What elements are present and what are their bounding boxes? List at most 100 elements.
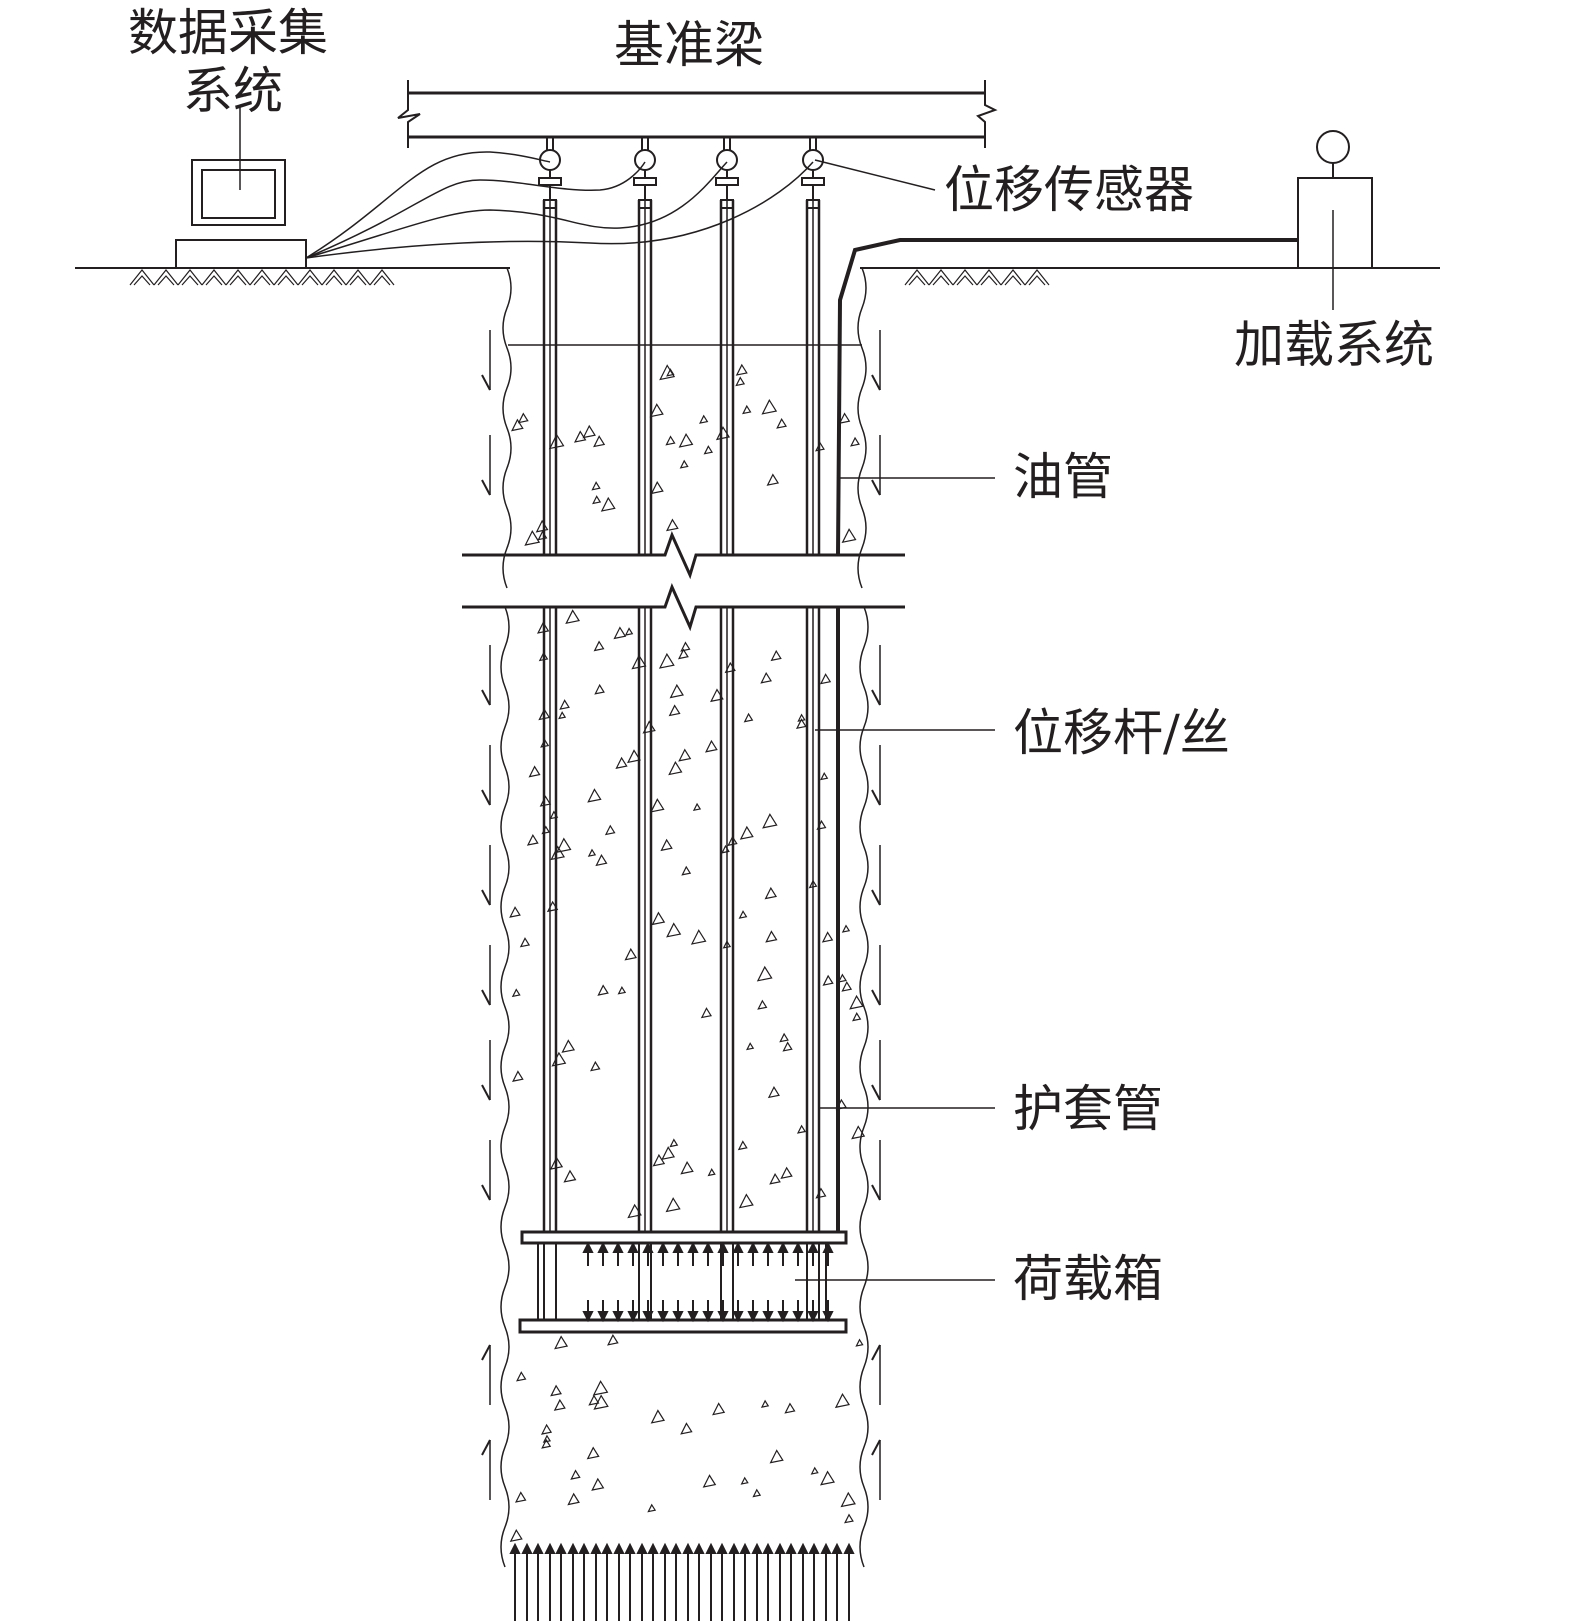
hatch-mark: [177, 269, 203, 286]
arrow-up-icon: [521, 1542, 533, 1554]
arrow-up-icon: [739, 1542, 751, 1554]
aggregate-mark: [538, 708, 551, 721]
arrow-up-icon: [627, 1241, 639, 1253]
aggregate-mark: [840, 1491, 856, 1508]
aggregate-mark: [582, 424, 596, 439]
aggregate-mark: [680, 1422, 693, 1435]
hatch-mark: [157, 275, 175, 286]
label-reference-beam: 基准梁: [614, 16, 764, 74]
data-acquisition-computer: [175, 105, 307, 269]
aggregate-mark: [509, 906, 521, 918]
arrow-down-icon: [762, 1311, 774, 1323]
aggregate-mark: [760, 1399, 770, 1408]
aggregate-mark: [810, 1466, 819, 1475]
arrow-down-icon: [597, 1311, 609, 1323]
aggregate-mark: [550, 1384, 562, 1397]
displacement-sensor-icon: [716, 149, 738, 171]
aggregate-mark: [707, 1168, 716, 1177]
arrow-down-icon: [481, 479, 491, 496]
arrow-up-icon: [843, 1542, 855, 1554]
aggregate-mark: [549, 1156, 564, 1170]
aggregate-mark: [553, 1398, 566, 1411]
displacement-sensor-icon: [802, 149, 824, 171]
aggregate-mark: [738, 910, 748, 919]
aggregate-mark: [631, 654, 647, 670]
aggregate-mark: [567, 1492, 580, 1506]
aggregate-mark: [769, 1449, 784, 1464]
hatch-mark: [129, 269, 155, 286]
aggregate-mark: [597, 984, 609, 996]
aggregate-mark: [514, 1491, 527, 1503]
aggregate-mark: [650, 1409, 666, 1424]
arrow-down-icon: [717, 1311, 729, 1323]
aggregate-mark: [770, 649, 782, 662]
aggregate-mark: [669, 1138, 679, 1148]
aggregate-mark: [757, 999, 768, 1010]
arrow-up-icon: [687, 1241, 699, 1253]
arrow-up-icon: [647, 1542, 659, 1554]
aggregate-mark: [617, 985, 627, 995]
label-loading-system: 加载系统: [1234, 316, 1434, 374]
aggregate-mark: [624, 947, 638, 961]
arrow-up-icon: [705, 1542, 717, 1554]
aggregate-mark: [764, 886, 778, 900]
aggregate-mark: [651, 911, 666, 926]
aggregate-mark: [659, 364, 676, 381]
aggregate-mark: [647, 1503, 657, 1513]
aggregate-mark: [519, 937, 531, 948]
arrow-up-icon: [636, 1542, 648, 1554]
aggregate-mark: [595, 853, 608, 867]
arrow-up-icon: [777, 1241, 789, 1253]
arrow-up-icon: [613, 1542, 625, 1554]
arrow-up-icon: [582, 1241, 594, 1253]
aggregate-mark: [681, 865, 692, 876]
aggregate-mark: [528, 765, 541, 778]
aggregate-mark: [855, 1338, 864, 1347]
oil-pipe: [836, 238, 1298, 556]
aggregate-mark: [740, 1476, 749, 1485]
hatch-mark: [201, 269, 227, 286]
arrow-up-icon: [808, 1542, 820, 1554]
aggregate-mark: [724, 661, 736, 674]
aggregate-mark: [820, 772, 829, 781]
leader-lines: [795, 159, 995, 1281]
arrow-down-icon: [481, 789, 491, 806]
aggregate-mark: [852, 1012, 862, 1022]
aggregate-mark: [592, 495, 602, 505]
hatch-mark: [325, 275, 343, 286]
arrow-up-icon: [481, 1439, 491, 1456]
aggregate-mark: [536, 621, 550, 634]
aggregate-mark: [834, 1392, 850, 1409]
aggregate-mark: [587, 848, 597, 857]
aggregate-mark: [604, 824, 616, 836]
aggregate-mark: [613, 626, 627, 640]
aggregate-mark: [668, 760, 683, 776]
label-oil-pipe: 油管: [1013, 448, 1113, 506]
aggregate-mark: [593, 1394, 609, 1410]
aggregate-mark: [690, 929, 707, 945]
arrow-down-icon: [481, 374, 491, 391]
arrow-up-icon: [762, 1542, 774, 1554]
aggregate-mark: [607, 1333, 619, 1346]
hatch-mark: [253, 275, 271, 286]
aggregate-mark: [510, 418, 524, 432]
arrow-down-icon: [687, 1311, 699, 1323]
aggregate-mark: [814, 441, 825, 452]
aggregate-mark: [735, 363, 748, 376]
aggregate-mark: [819, 673, 832, 685]
aggregate-mark: [669, 683, 684, 699]
aggregate-mark: [776, 417, 787, 429]
aggregate-mark: [549, 810, 559, 820]
arrow-up-icon: [601, 1542, 613, 1554]
arrow-down-icon: [871, 1184, 881, 1201]
hatch-mark: [1028, 275, 1046, 286]
sensor-clamp: [538, 177, 562, 186]
arrow-up-icon: [544, 1542, 556, 1554]
aggregate-mark: [535, 519, 549, 533]
aggregate-mark: [851, 1125, 866, 1140]
hatch-mark: [908, 275, 926, 286]
hatch-mark: [229, 275, 247, 286]
aggregate-mark: [649, 798, 665, 813]
aggregate-mark: [742, 404, 752, 415]
